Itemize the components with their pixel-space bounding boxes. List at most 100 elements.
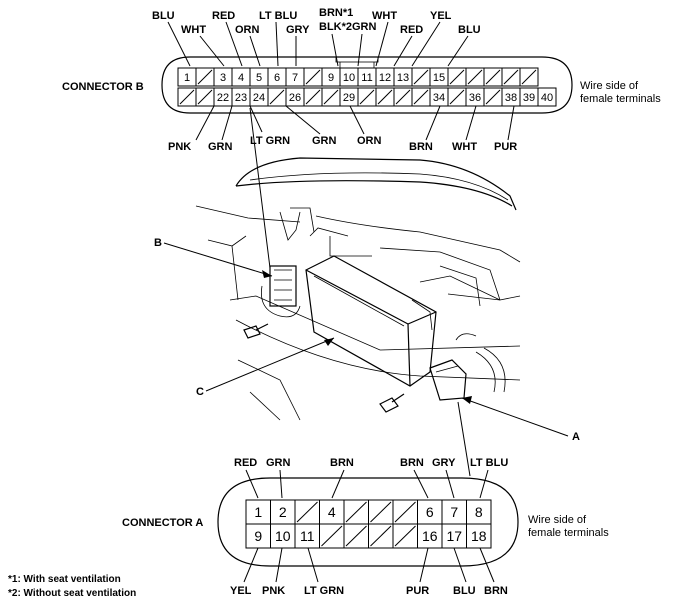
empty-pin-slash: [449, 69, 465, 85]
a-wire-label-pin-9: YEL: [230, 585, 252, 597]
empty-pin-slash: [296, 501, 318, 523]
empty-pin-slash: [503, 69, 519, 85]
connector-a-title: CONNECTOR A: [122, 517, 203, 529]
pin-number: 6: [274, 72, 280, 84]
pin-number: 10: [275, 528, 291, 544]
a-wire-label-pin-8: LT BLU: [470, 457, 508, 469]
pin-cell: [417, 499, 443, 525]
a-wire-label-pin-17: BLU: [453, 585, 476, 597]
connector-a-bottom-row: 9 10 11 16 17 18: [245, 523, 492, 549]
pin-number: 39: [523, 92, 535, 104]
pin-cell: [270, 523, 296, 549]
pin-number: 11: [361, 72, 372, 84]
a-wire-label-pin-7: GRY: [432, 457, 456, 469]
connector-a-side-text-1: Wire side of: [528, 514, 587, 526]
b-wire-label-pin-1: BLU: [152, 10, 175, 22]
pin-number: 6: [426, 504, 434, 520]
pin-cell: [537, 87, 557, 107]
b-wire-label-pin-7: GRY: [286, 24, 310, 36]
empty-pin-slash: [485, 89, 501, 105]
pin-number: 4: [328, 504, 336, 520]
connector-b-side-text-2: female terminals: [580, 93, 661, 105]
empty-pin-slash: [413, 69, 429, 85]
b-wire-label-pin-22: PNK: [168, 141, 191, 153]
empty-pin-slash: [377, 89, 393, 105]
pin-number: 13: [397, 72, 409, 84]
pin-cell: [466, 523, 492, 549]
pin-number: 23: [235, 92, 247, 104]
b-wire-label-pin-6: LT BLU: [259, 10, 297, 22]
connector-b-title: CONNECTOR B: [62, 81, 144, 93]
pin-number: 3: [220, 72, 226, 84]
pin-number: 36: [469, 92, 481, 104]
pin-number: 16: [422, 528, 438, 544]
empty-pin-slash: [197, 69, 213, 85]
pin-number: 8: [475, 504, 483, 520]
empty-pin-slash: [449, 89, 465, 105]
empty-pin-slash: [467, 69, 483, 85]
pin-number: 12: [379, 72, 391, 84]
b-wire-label-pin-23: GRN: [208, 141, 233, 153]
connector-a-part: [429, 359, 467, 401]
empty-pin-slash: [394, 525, 416, 547]
pin-number: 2: [279, 504, 287, 520]
pin-number: 17: [446, 528, 462, 544]
empty-pin-slash: [345, 501, 367, 523]
a-wire-label-pin-6: BRN: [400, 457, 424, 469]
empty-pin-slash: [394, 501, 416, 523]
empty-pin-slash: [370, 525, 392, 547]
b-wire-label-pin-36: WHT: [452, 141, 477, 153]
empty-pin-slash: [305, 69, 321, 85]
connector-a-housing: [217, 477, 519, 567]
b-wire-label-pin-15: BLU: [458, 24, 481, 36]
b-wire-label-pin-4: RED: [212, 10, 235, 22]
b-wire-label-pin-24: LT GRN: [250, 135, 290, 147]
pin-cell: [417, 523, 443, 549]
empty-pin-slash: [197, 89, 213, 105]
pin-number: 1: [254, 504, 262, 520]
connector-b-housing: [161, 56, 573, 114]
pin-number: 26: [289, 92, 301, 104]
a-wire-label-pin-18: BRN: [484, 585, 508, 597]
b-wire-label-pin-9-b: BLK*2: [319, 21, 352, 33]
pin-number: 11: [300, 528, 315, 544]
pin-number: 18: [471, 528, 487, 544]
b-wire-label-pin-29: ORN: [357, 135, 382, 147]
pin-number: 15: [433, 72, 445, 84]
callout-b: B: [154, 237, 273, 278]
b-wire-label-pin-11: WHT: [372, 10, 397, 22]
empty-pin-slash: [269, 89, 285, 105]
callout-a-label: A: [572, 431, 580, 443]
pin-number: 22: [217, 92, 229, 104]
empty-pin-slash: [305, 89, 321, 105]
pin-number: 9: [254, 528, 262, 544]
a-wire-label-pin-10: PNK: [262, 585, 285, 597]
control-unit: [305, 255, 437, 387]
callout-c-label: C: [196, 386, 204, 398]
b-wire-label-pin-3: WHT: [181, 24, 206, 36]
footnote-1: *1: With seat ventilation: [8, 574, 121, 585]
b-wire-label-pin-34: BRN: [409, 141, 433, 153]
pin-number: 9: [328, 72, 334, 84]
pin-number: 40: [541, 92, 553, 104]
b-wire-label-pin-12: RED: [400, 24, 423, 36]
empty-pin-slash: [345, 525, 367, 547]
empty-pin-slash: [321, 525, 343, 547]
connector-b: CONNECTOR B Wire side of female terminal…: [62, 7, 661, 153]
b-wire-label-pin-5: ORN: [235, 24, 260, 36]
empty-pin-slash: [395, 89, 411, 105]
empty-pin-slash: [179, 89, 195, 105]
pin-number: 38: [505, 92, 517, 104]
footnote-2: *2: Without seat ventilation: [8, 588, 136, 599]
empty-pin-slash: [359, 89, 375, 105]
bolt-left: [243, 323, 269, 339]
connector-b-lock-tab: [335, 56, 379, 63]
callout-c: C: [196, 337, 335, 398]
pin-number: 1: [184, 72, 190, 84]
b-wire-label-pin-10: GRN: [352, 21, 377, 33]
b-wire-label-pin-26: GRN: [312, 135, 337, 147]
